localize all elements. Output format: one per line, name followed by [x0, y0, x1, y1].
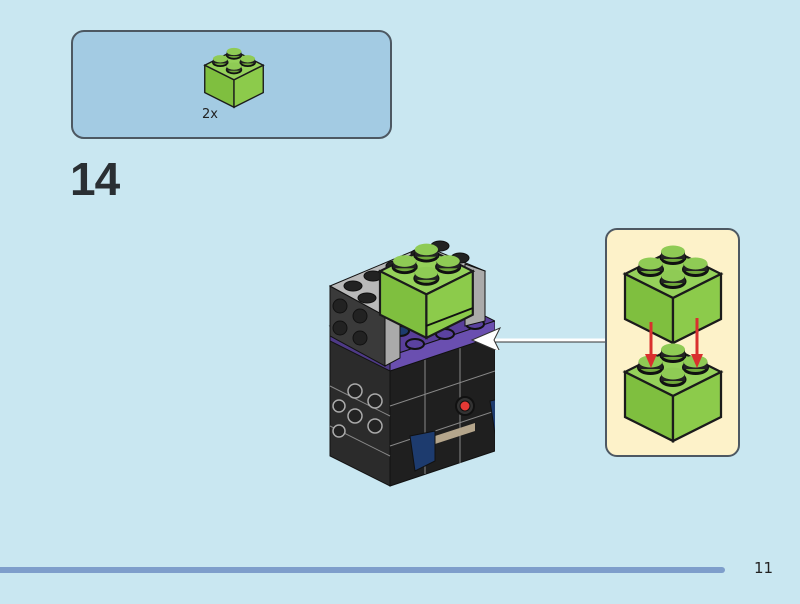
sub-assembly-callout [605, 228, 740, 457]
step-number: 14 [70, 153, 120, 205]
model-assembly-illustration [328, 240, 495, 487]
part-quantity: 2x [202, 107, 218, 122]
green-2x2-brick-icon [203, 46, 265, 109]
parts-list-box: 2x [71, 30, 392, 139]
stack-bricks-arrows-icon [623, 244, 723, 443]
footer-progress-bar [0, 567, 725, 573]
callout-pointer-arrow-icon [470, 327, 606, 350]
page-number: 11 [754, 559, 774, 577]
